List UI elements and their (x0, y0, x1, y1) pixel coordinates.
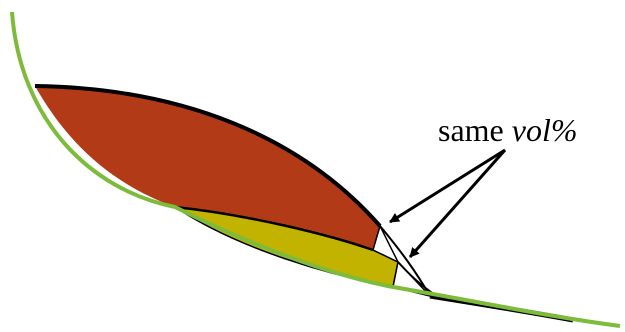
substrate-curve (10, 11, 621, 328)
annotation-italic-text: vol% (511, 112, 578, 148)
annotation-plain-text: same (438, 112, 504, 148)
interface-line (174, 205, 374, 252)
annotation-label: same vol% (438, 114, 578, 146)
upper-contact-wedge (372, 223, 400, 264)
upper-red-region (35, 86, 380, 250)
droplet-top-outline (34, 84, 382, 228)
arrow-upper (389, 148, 506, 224)
arrow-lower (408, 149, 507, 258)
